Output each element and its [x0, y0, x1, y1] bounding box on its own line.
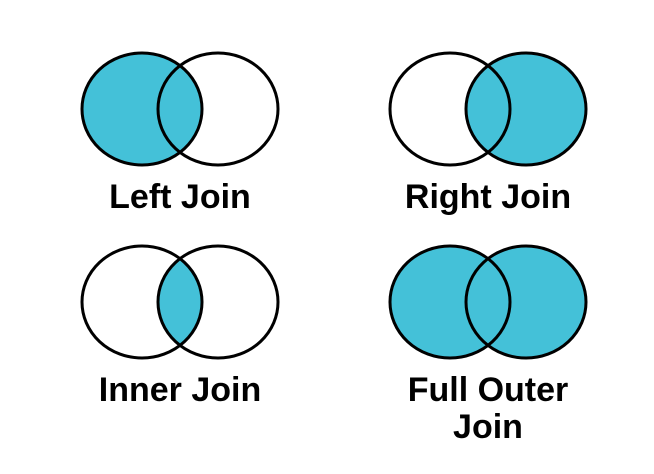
- join-diagram-full-outer-join: Full Outer Join: [386, 243, 590, 447]
- intersection-region: [466, 246, 510, 358]
- right-circle-outline: [156, 244, 280, 360]
- join-diagram-left-join: Left Join: [78, 50, 282, 216]
- intersection-region: [466, 53, 510, 165]
- intersection-region: [158, 246, 202, 358]
- join-label-full-outer-join: Full Outer Join: [407, 371, 569, 447]
- left-circle-outline: [388, 51, 512, 167]
- left-circle-outline: [80, 244, 204, 360]
- join-diagram-inner-join: Inner Join: [78, 243, 282, 409]
- venn-right-join: [388, 51, 588, 167]
- intersection-region: [158, 53, 202, 165]
- join-label-right-join: Right Join: [404, 178, 572, 216]
- venn-full-outer-join: [388, 244, 588, 360]
- left-circle-outline: [80, 51, 204, 167]
- join-label-left-join: Left Join: [109, 178, 251, 216]
- venn-inner-join: [80, 244, 280, 360]
- right-circle-outline: [464, 51, 588, 167]
- venn-left-join: [80, 51, 280, 167]
- right-circle-outline: [156, 51, 280, 167]
- join-diagram-right-join: Right Join: [386, 50, 590, 216]
- right-circle-outline: [464, 244, 588, 360]
- left-circle-outline: [388, 244, 512, 360]
- join-label-inner-join: Inner Join: [98, 371, 262, 409]
